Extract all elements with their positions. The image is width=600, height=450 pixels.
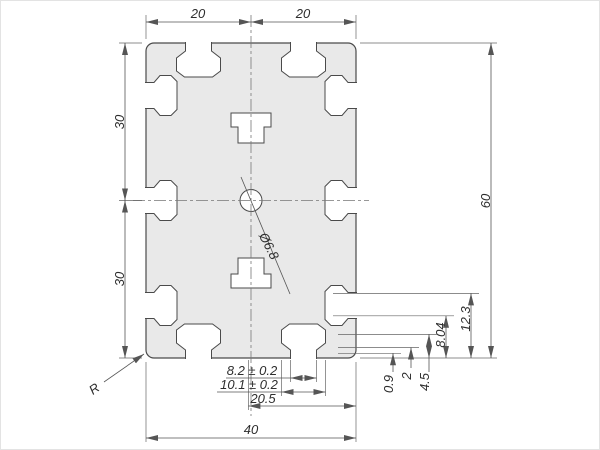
dim-label-top-right-20: 20 bbox=[295, 6, 311, 21]
dim-label-slot-cavity: 10.1 ± 0.2 bbox=[220, 377, 279, 392]
dim-label-slot-opening: 8.2 ± 0.2 bbox=[227, 363, 278, 378]
t-slot-bottom-left bbox=[176, 323, 221, 359]
dim-right-60: 60 bbox=[360, 42, 497, 359]
t-slot-left-lower bbox=[145, 285, 178, 326]
callout-corner-radius: R bbox=[86, 353, 145, 398]
t-slot-left-upper bbox=[145, 75, 178, 116]
dim-label-40: 40 bbox=[244, 422, 259, 437]
dim-bottom: 8.2 ± 0.2 10.1 ± 0.2 20.5 40 bbox=[145, 360, 357, 442]
t-slot-bottom-right bbox=[281, 323, 326, 359]
dim-label-12-3: 12.3 bbox=[458, 306, 473, 332]
dim-label-right-60: 60 bbox=[478, 193, 493, 208]
dim-label-left-lower-30: 30 bbox=[112, 271, 127, 286]
dim-label-radius: R bbox=[86, 380, 102, 398]
dim-top: 20 20 bbox=[145, 6, 357, 39]
t-slot-top-right bbox=[281, 42, 326, 78]
t-slot-top-left bbox=[176, 42, 221, 78]
dim-label-2: 2 bbox=[399, 372, 414, 381]
dim-label-20-5: 20.5 bbox=[249, 391, 276, 406]
dim-label-4-5: 4.5 bbox=[417, 372, 432, 391]
dim-bottom-right-small: 4.5 2 0.9 bbox=[338, 334, 437, 393]
dim-label-top-left-20: 20 bbox=[190, 6, 206, 21]
leader-line bbox=[240, 176, 291, 295]
leader-line bbox=[103, 353, 145, 383]
dim-label-left-upper-30: 30 bbox=[112, 114, 127, 129]
dim-right-detail: 12.3 8.04 bbox=[333, 293, 479, 358]
dim-label-8-04: 8.04 bbox=[433, 322, 448, 347]
dim-label-0-9: 0.9 bbox=[381, 375, 396, 393]
t-slot-right-upper bbox=[324, 75, 357, 116]
dim-left: 30 30 bbox=[112, 42, 142, 359]
